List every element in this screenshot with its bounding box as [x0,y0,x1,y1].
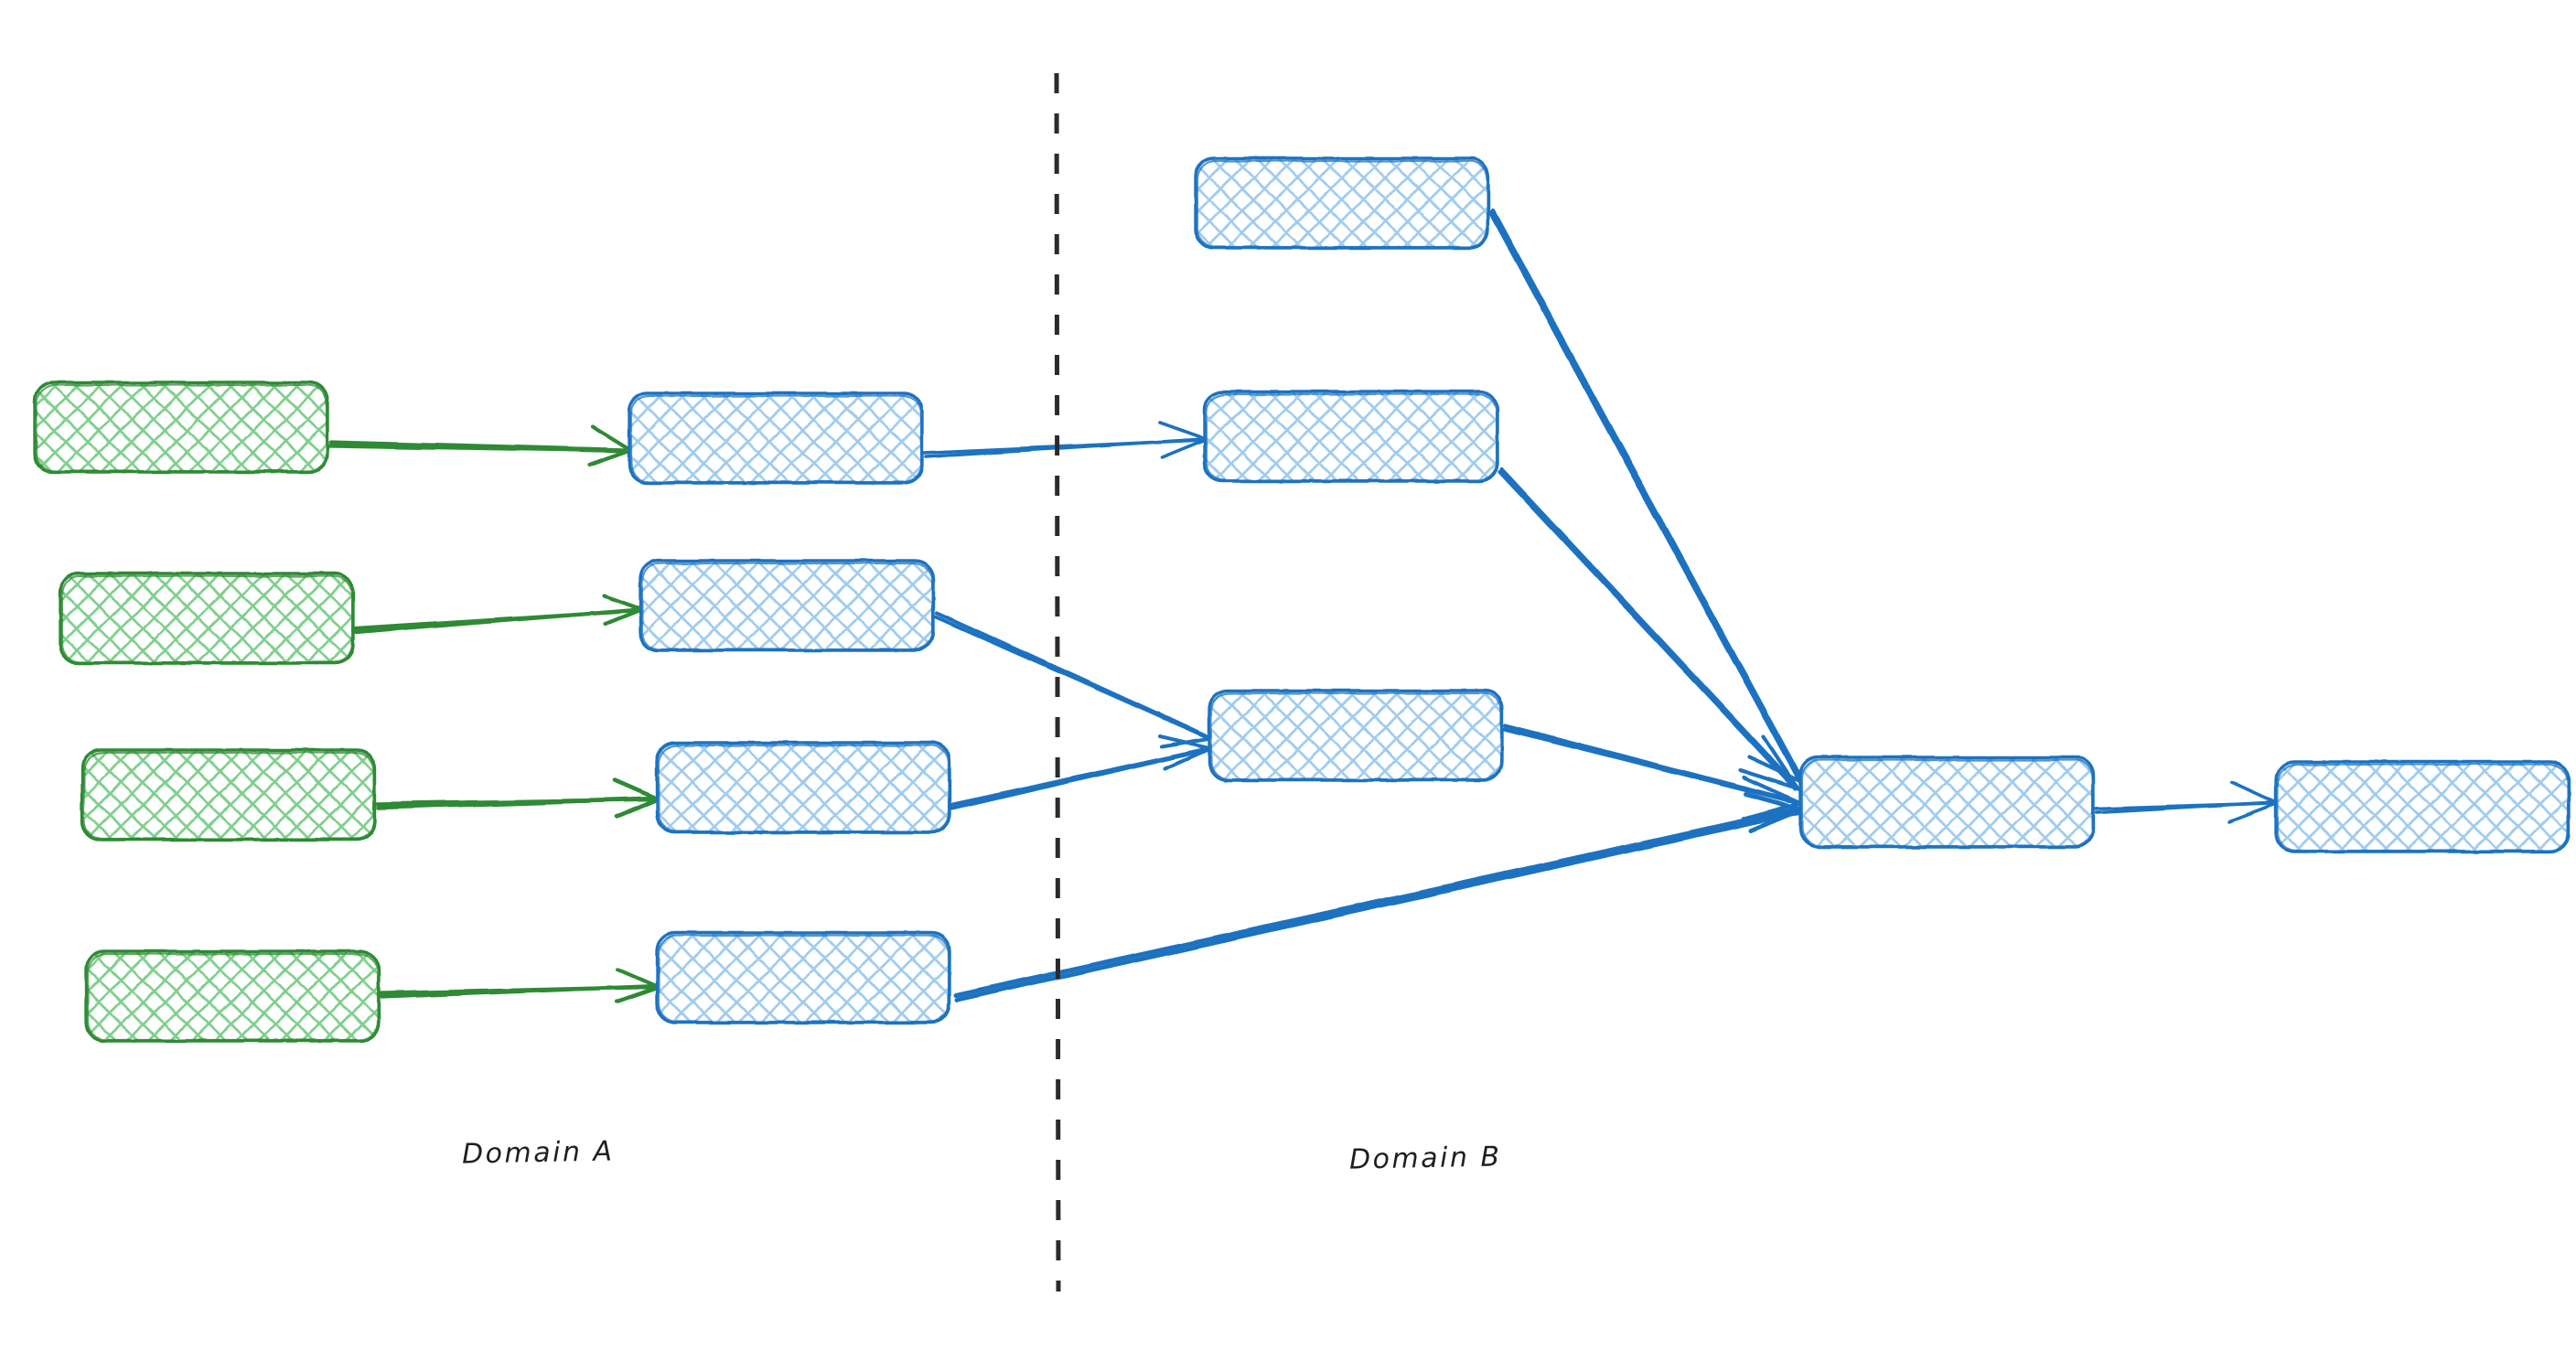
node-b-hub[interactable] [1798,756,2095,849]
node-b-upper[interactable] [1203,390,1499,483]
edge-b-upper-to-b-hub [1497,466,1803,792]
node-b-mid[interactable] [1208,689,1504,782]
edge-a-src-3-to-a-mid-3 [374,777,664,820]
node-layer [33,156,2571,1043]
node-b-top[interactable] [1194,156,1490,250]
edge-b-hub-to-b-sink [2093,780,2282,823]
node-a-mid-1[interactable] [628,391,924,485]
node-a-src-2[interactable] [59,572,355,665]
edge-a-mid-3-to-b-mid [950,734,1218,810]
edge-a-mid-2-to-b-mid [933,611,1218,748]
edge-layer [327,208,2282,1004]
edge-a-mid-1-to-b-upper [922,421,1212,459]
domain-a-label: Domain A [461,1135,615,1171]
edge-b-top-to-b-hub [1487,208,1809,788]
node-a-mid-2[interactable] [639,559,935,652]
node-a-mid-3[interactable] [655,741,951,834]
domain-divider [1054,72,1061,1292]
edge-a-mid-4-to-b-hub [953,791,1809,1002]
edge-b-mid-to-b-hub [1501,723,1807,821]
node-b-sink[interactable] [2274,760,2571,853]
edge-a-src-4-to-a-mid-4 [378,967,664,1004]
node-a-src-3[interactable] [80,748,377,841]
node-a-src-4[interactable] [84,949,381,1043]
edge-a-src-2-to-a-mid-2 [352,593,648,635]
node-a-mid-4[interactable] [655,931,951,1024]
domain-b-label: Domain B [1348,1141,1502,1176]
edge-a-src-1-to-a-mid-1 [327,423,636,467]
node-a-src-1[interactable] [33,381,329,474]
